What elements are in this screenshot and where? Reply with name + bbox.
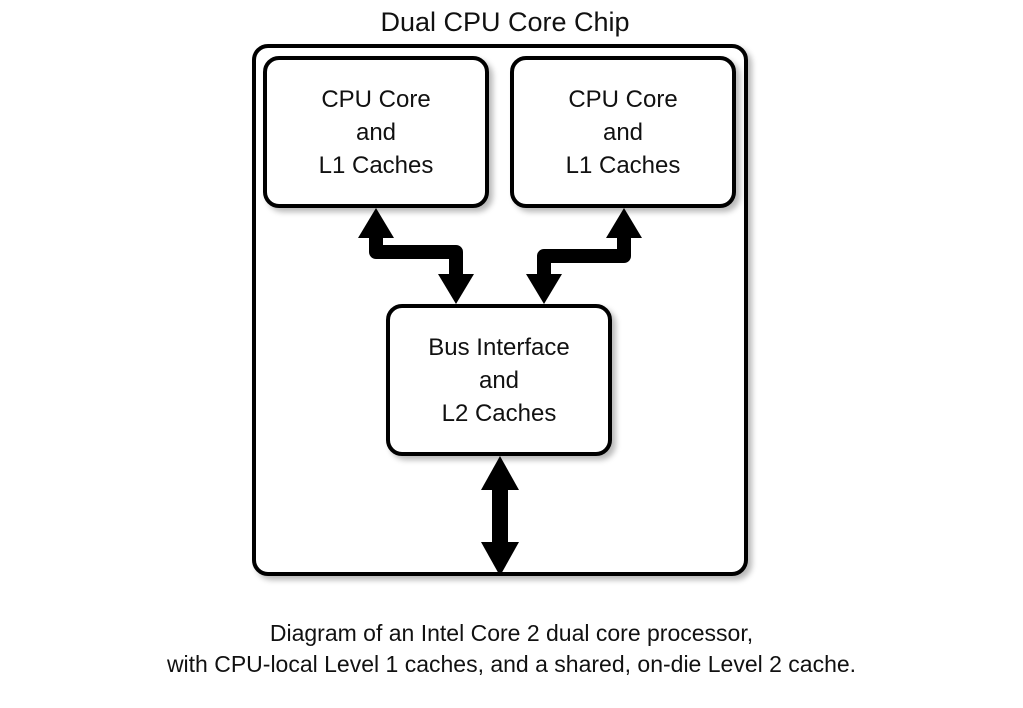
cpu-core-right-line-1: CPU Core xyxy=(568,85,678,113)
cpu-core-right-box: CPU Core and L1 Caches xyxy=(510,56,736,208)
bus-interface-label: Bus Interface and L2 Caches xyxy=(428,331,569,430)
bus-interface-box: Bus Interface and L2 Caches xyxy=(386,304,612,456)
cpu-core-left-label: CPU Core and L1 Caches xyxy=(319,83,434,182)
cpu-core-right-line-2: and xyxy=(602,118,644,146)
caption-line-2: with CPU-local Level 1 caches, and a sha… xyxy=(166,651,857,677)
chip-title: Dual CPU Core Chip xyxy=(380,7,630,37)
bus-interface-line-2: and xyxy=(478,366,520,394)
bus-interface-line-3: L2 Caches xyxy=(441,399,557,427)
cpu-core-left-line-3: L1 Caches xyxy=(318,151,434,179)
caption-line-1: Diagram of an Intel Core 2 dual core pro… xyxy=(269,620,754,646)
cpu-core-right-line-3: L1 Caches xyxy=(565,151,681,179)
bus-interface-line-1: Bus Interface xyxy=(428,333,570,361)
figure-caption: Diagram of an Intel Core 2 dual core pro… xyxy=(0,618,1023,680)
cpu-core-left-line-1: CPU Core xyxy=(321,85,431,113)
cpu-core-right-label: CPU Core and L1 Caches xyxy=(566,83,681,182)
cpu-core-left-line-2: and xyxy=(355,118,397,146)
cpu-core-left-box: CPU Core and L1 Caches xyxy=(263,56,489,208)
